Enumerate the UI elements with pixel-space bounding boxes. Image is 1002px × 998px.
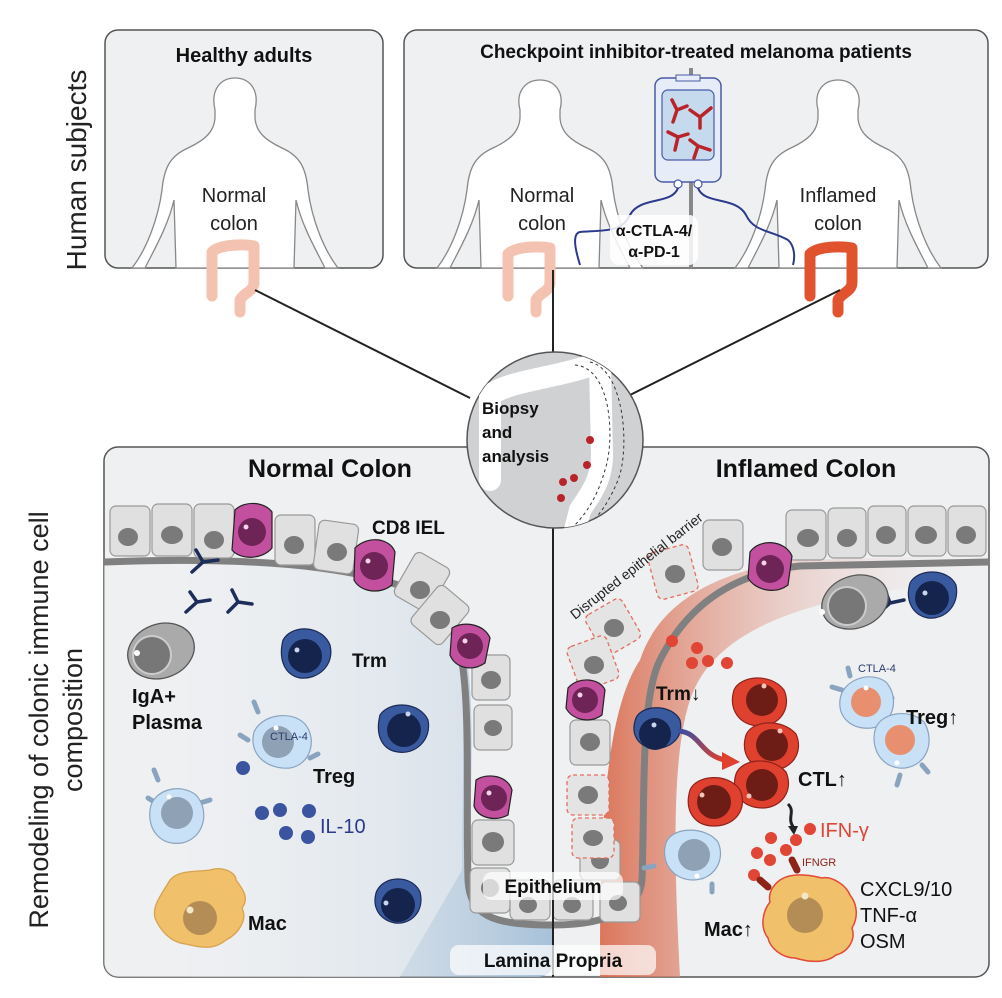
body-silhouette-inflamed — [733, 79, 943, 269]
panel-checkpoint-patients: Checkpoint inhibitor-treated melanoma pa… — [403, 29, 989, 318]
antibody-icons-drug — [666, 98, 713, 160]
biopsy-sample-dots — [557, 436, 594, 502]
panel-title-healthy: Healthy adults — [176, 45, 313, 67]
colon-normal-patient — [502, 241, 556, 318]
cd8-iel-cells — [231, 502, 793, 819]
label-cd8-iel: CD8 IEL — [372, 518, 445, 539]
label-iga-plasma-2: Plasma — [132, 712, 203, 734]
plasma-cell-inflamed — [819, 574, 889, 630]
colon-label-inflamed-2: colon — [814, 213, 862, 235]
body-silhouette-healthy — [130, 77, 340, 269]
biopsy-label-3: analysis — [482, 447, 549, 466]
row-label-remodeling-line1: Remodeling of colonic immune cell — [24, 511, 54, 928]
cytokine-dots-inflamed — [666, 635, 733, 669]
label-ctla4-inflamed: CTLA-4 — [858, 663, 896, 675]
label-mac-inflamed: Mac↑ — [704, 919, 753, 941]
panel-title-patients: Checkpoint inhibitor-treated melanoma pa… — [480, 42, 912, 63]
iv-bag-icon — [654, 74, 722, 189]
normal-colon-title: Normal Colon — [248, 455, 412, 483]
trm-cells — [280, 571, 958, 924]
label-ctl: CTL↑ — [798, 769, 847, 791]
biopsy-label-2: and — [482, 423, 512, 442]
ctl-cells — [687, 677, 800, 827]
row-label-remodeling-line2: composition — [58, 648, 88, 792]
biopsy-circle: Biopsy and analysis — [466, 351, 644, 529]
label-cytokine-osm: OSM — [860, 931, 906, 953]
colon-inflamed-patient — [804, 241, 858, 318]
label-mac-normal: Mac — [248, 913, 287, 935]
il10-dots — [236, 761, 316, 844]
label-cytokine-tnf: TNF-α — [860, 905, 917, 927]
label-trm-normal: Trm — [352, 651, 387, 672]
biopsy-label-1: Biopsy — [482, 399, 539, 418]
differentiation-arrow — [677, 728, 726, 763]
ifng-dots — [748, 823, 816, 881]
arrowhead — [722, 752, 740, 770]
drug-label-line2: α-PD-1 — [628, 244, 680, 261]
disrupted-cell-nuclei — [578, 565, 685, 846]
label-iga-plasma-1: IgA+ — [132, 686, 176, 708]
label-trm-inflamed: Trm↓ — [656, 684, 700, 705]
colon-label-normal-2: colon — [518, 213, 566, 235]
colon-label-healthy-2: colon — [210, 213, 258, 235]
label-il10: IL-10 — [320, 816, 366, 838]
macrophage-normal — [153, 868, 246, 948]
label-ctla4-normal: CTLA-4 — [270, 731, 308, 743]
label-ifng: IFN-γ — [820, 820, 869, 842]
treg-cells — [145, 665, 931, 895]
panel-healthy-adults: Healthy adults Normal colon — [104, 29, 384, 318]
label-ifngr: IFNGR — [802, 857, 836, 869]
connector-lines — [254, 270, 841, 399]
drug-label-line1: α-CTLA-4/ — [616, 223, 693, 240]
label-treg-normal: Treg — [313, 766, 355, 788]
iv-tube-right — [697, 187, 796, 266]
row-label-human-subjects: Human subjects — [61, 70, 92, 271]
label-cytokine-cxcl: CXCL9/10 — [860, 879, 952, 901]
label-treg-inflamed: Treg↑ — [906, 707, 958, 729]
colon-label-inflamed-1: Inflamed — [800, 185, 877, 207]
macrophage-inflamed — [762, 874, 857, 963]
iga-antibody-icons — [184, 548, 906, 614]
inflamed-colon-title: Inflamed Colon — [716, 455, 897, 483]
colon-label-normal-1: Normal — [510, 185, 574, 207]
ifngr-receptors — [756, 856, 801, 891]
colon-normal-healthy — [206, 239, 260, 318]
label-lamina-propria: Lamina Propria — [484, 951, 623, 972]
plasma-cell-normal — [127, 622, 195, 680]
secretion-arrow — [786, 802, 796, 829]
label-epithelium: Epithelium — [504, 877, 601, 898]
colon-label-healthy-1: Normal — [202, 185, 266, 207]
